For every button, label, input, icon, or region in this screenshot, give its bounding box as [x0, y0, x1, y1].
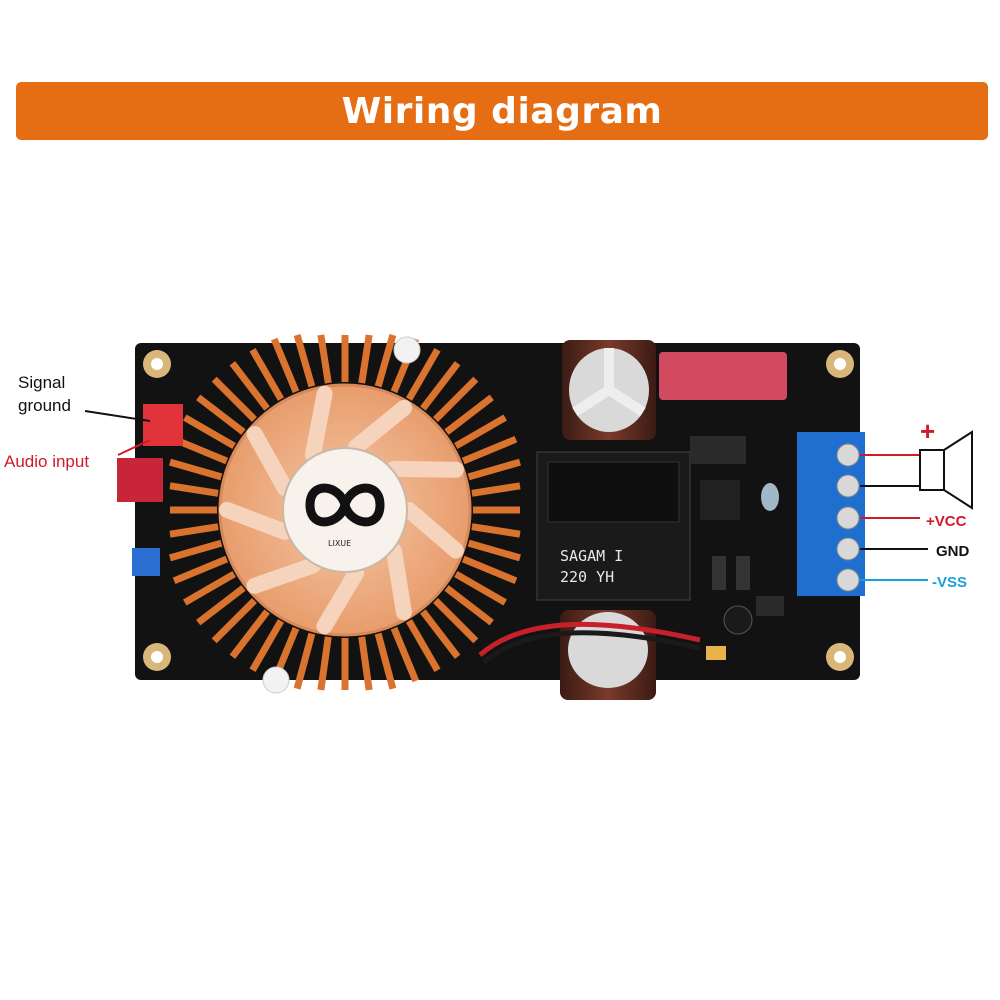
heatsink-fin [249, 619, 285, 672]
heatsink-fin [461, 555, 518, 585]
title-banner: Wiring diagram [16, 82, 988, 140]
audio-input-label: Audio input [4, 452, 90, 471]
chip [690, 436, 746, 464]
trim-potentiometer [132, 548, 160, 576]
heatsink-fin [169, 458, 223, 481]
heatsink-fin [169, 539, 223, 562]
inductor-small [723, 605, 753, 635]
inductor-text-line1: SAGAM I [560, 547, 623, 565]
heatsink-fin [390, 626, 420, 683]
heatsink-fin [270, 337, 300, 394]
speaker-plus-label: + [920, 416, 936, 446]
fan-blade [246, 426, 293, 497]
heatsink [169, 334, 521, 691]
heatsink-fin [229, 361, 270, 411]
heatsink-fin [467, 458, 521, 481]
standoff-top [393, 336, 421, 364]
terminal-block [797, 432, 865, 596]
power-wire-red [478, 621, 701, 657]
leader-signal-ground [84, 410, 151, 422]
heatsink-fin [461, 435, 518, 465]
heatsink-fin [467, 539, 521, 562]
heatsink-fin [358, 334, 373, 384]
chip [712, 556, 726, 590]
signal-ground-label: Signal ground [18, 371, 71, 417]
heatsink-fin [358, 636, 373, 691]
heatsink-fin [183, 414, 236, 450]
resistor [761, 483, 779, 511]
heatsink-fin [405, 619, 441, 672]
heatsink-fin [229, 609, 270, 659]
fan-logo-text: LIXUE [328, 539, 351, 548]
power-wire-black [482, 630, 701, 664]
chip [756, 596, 784, 616]
input-capacitor [117, 458, 163, 502]
terminal-screw [836, 474, 860, 498]
heatsink-fin [317, 636, 332, 691]
gnd-label: GND [936, 543, 970, 560]
fan-blade [401, 502, 464, 559]
film-capacitor [659, 352, 787, 400]
heatsink-fin [405, 348, 441, 401]
heatsink-fin [454, 414, 507, 450]
heatsink-fin [433, 376, 479, 422]
terminal-screw [836, 537, 860, 561]
tantalum-capacitor [706, 646, 726, 660]
standoff-bottom [262, 666, 290, 694]
heatsink-fin [196, 394, 246, 435]
capacitor-top [562, 340, 656, 440]
heatsink-fin [196, 585, 246, 626]
heatsink-fin [169, 523, 219, 538]
heatsink-fin [374, 334, 397, 388]
heatsink-fin [293, 632, 316, 690]
heatsink-fin [211, 598, 257, 644]
signal-connector [143, 404, 183, 446]
heatsink-fin [433, 598, 479, 644]
chip [736, 556, 750, 590]
terminal-screw [836, 443, 860, 467]
speaker-icon [919, 430, 973, 510]
heatsink-fin [471, 482, 521, 497]
heatsink-fin [374, 632, 397, 690]
heatsink-fin [211, 376, 257, 422]
fan-blade [246, 557, 321, 594]
heatsink-fin [293, 334, 316, 388]
signal-ground-text: Signal ground [18, 373, 71, 415]
heatsink-fin [444, 394, 494, 435]
leader-audio-input [117, 439, 151, 456]
fan-blade [316, 565, 365, 635]
fan-blade [219, 501, 293, 540]
fan-blade [305, 385, 333, 463]
heatsink-fin [420, 361, 461, 411]
infinity-logo-icon [305, 483, 385, 527]
terminal-screw [836, 506, 860, 530]
output-inductor: SAGAM I 220 YH [536, 451, 691, 601]
terminal-screw [836, 568, 860, 592]
heatsink-fin [471, 523, 521, 538]
heatsink-fin [183, 570, 236, 606]
inductor-text-line2: 220 YH [560, 568, 614, 586]
heatsink-fin [420, 609, 461, 659]
fan-blade [386, 460, 464, 478]
fan-blade [386, 543, 412, 621]
page-title: Wiring diagram [341, 90, 663, 132]
heatsink-fin [249, 348, 285, 401]
chip [700, 480, 740, 520]
heatsink-fin [172, 555, 229, 585]
vcc-label: +VCC [926, 513, 967, 530]
heatsink-fin [169, 482, 219, 497]
fan-blade [348, 399, 413, 455]
cooling-fan: LIXUE [218, 383, 472, 637]
heatsink-fin [454, 570, 507, 606]
heatsink-fin [317, 334, 332, 384]
heatsink-fin [444, 585, 494, 626]
vss-label: -VSS [932, 574, 968, 591]
mounting-holes [143, 350, 854, 671]
